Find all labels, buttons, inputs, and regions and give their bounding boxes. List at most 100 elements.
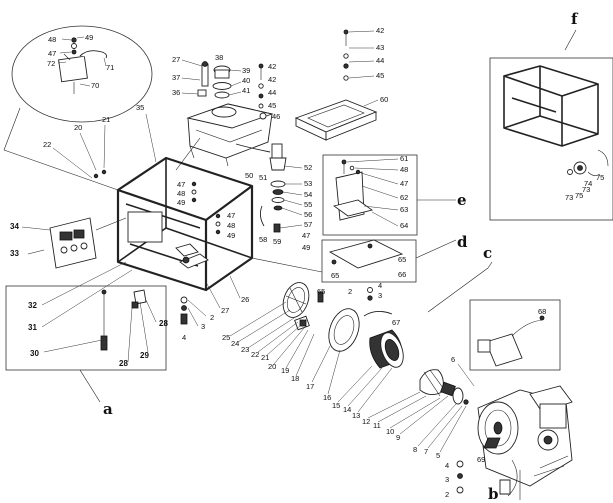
callout-45-a: 45 [268,101,276,110]
callout-20-b: 20 [268,362,276,371]
frame-foot-bolts [180,296,188,325]
assembly-f-box [489,57,613,221]
callout-37: 37 [172,73,180,82]
callout-45-b: 45 [376,71,384,80]
callout-17: 17 [306,382,314,391]
callout-71: 71 [106,63,114,72]
callout-59: 59 [273,237,281,246]
control-panel [27,217,97,269]
callout-21-b: 21 [261,353,269,362]
callout-25: 25 [222,333,230,342]
callout-44-a: 44 [268,88,276,97]
callout-34: 34 [10,222,19,231]
callout-9: 9 [396,433,400,442]
callout-42-b: 42 [268,75,276,84]
assembly-letter-c: c [483,244,492,262]
callout-35: 35 [136,103,144,112]
callout-67: 67 [392,318,400,327]
callout-33: 33 [10,249,19,258]
callout-20-top: 20 [74,123,82,132]
fuel-tank [186,61,274,167]
callout-66: 66 [398,270,406,279]
callout-65-a: 65 [398,255,406,264]
callout-43: 43 [376,43,384,52]
callout-29: 29 [140,351,149,360]
callout-64: 64 [400,221,408,230]
callout-74: 74 [584,179,592,188]
assembly-d-box [321,239,417,283]
callout-47-e: 47 [302,231,310,240]
callout-13: 13 [352,411,360,420]
callout-41: 41 [242,86,250,95]
callout-58: 58 [259,235,267,244]
callout-7: 7 [424,447,428,456]
assembly-c-box [469,299,561,371]
callout-62: 62 [400,193,408,202]
callout-40: 40 [242,76,250,85]
callout-28-a: 28 [119,359,128,368]
callout-15: 15 [332,401,340,410]
callout-49-c: 49 [227,231,235,240]
alternator-bolts [317,287,393,317]
alternator-end-cover [282,282,310,331]
callout-47: 47 [48,49,56,58]
callout-70: 70 [91,81,99,90]
callout-8: 8 [413,445,417,454]
callout-65-b: 65 [331,271,339,280]
alternator-stator-rotor [328,308,469,405]
callout-32: 32 [28,301,37,310]
callout-48-b: 48 [177,189,185,198]
callout-75-a: 75 [596,173,604,182]
callout-21-top: 21 [102,115,110,124]
callout-16: 16 [323,393,331,402]
callout-22-top: 22 [43,140,51,149]
callout-39: 39 [242,66,250,75]
callout-73-label: 73 [565,193,573,202]
callout-31: 31 [28,323,37,332]
callout-2-a: 2 [210,313,214,322]
callout-10: 10 [386,427,394,436]
callout-2-c: 2 [445,490,449,499]
callout-19: 19 [281,366,289,375]
detail-circle-fuel-valve [11,25,153,123]
assembly-letter-e: e [457,191,467,209]
callout-48: 48 [48,35,56,44]
top-cover-panel [294,29,378,141]
callout-4-b: 4 [378,281,382,290]
assembly-letter-a: a [103,400,113,418]
callout-27-b: 27 [221,306,229,315]
callout-24: 24 [231,339,239,348]
callout-44-b: 44 [376,56,384,65]
callout-5: 5 [436,451,440,460]
callout-72: 72 [47,59,55,68]
callout-4-a: 4 [182,333,186,342]
callout-65-c: 65 [317,287,325,296]
callout-14: 14 [343,405,351,414]
tank-bolts [258,63,267,120]
callout-3-c: 3 [445,475,449,484]
callout-3-a: 3 [201,322,205,331]
callout-49-e: 49 [302,243,310,252]
assembly-letter-f: f [571,10,579,28]
callout-69: 69 [477,455,485,464]
callout-30: 30 [30,349,39,358]
callout-27-top: 27 [172,55,180,64]
callout-11: 11 [373,421,381,430]
callout-36: 36 [172,88,180,97]
callout-42-a: 42 [268,62,276,71]
callout-28-b: 28 [159,319,168,328]
callout-60: 60 [380,95,388,104]
engine-mount-bolts [456,460,464,494]
callout-49: 49 [85,33,93,42]
callout-48-d: 48 [400,165,408,174]
callout-46: 46 [272,112,280,121]
callout-49-b: 49 [177,198,185,207]
fuel-filter-assembly [235,143,287,233]
callout-6: 6 [451,355,455,364]
callout-47-b: 47 [177,180,185,189]
callout-3-b: 3 [378,291,382,300]
callout-53: 53 [304,179,312,188]
callout-42-c: 42 [376,26,384,35]
callout-18: 18 [291,374,299,383]
